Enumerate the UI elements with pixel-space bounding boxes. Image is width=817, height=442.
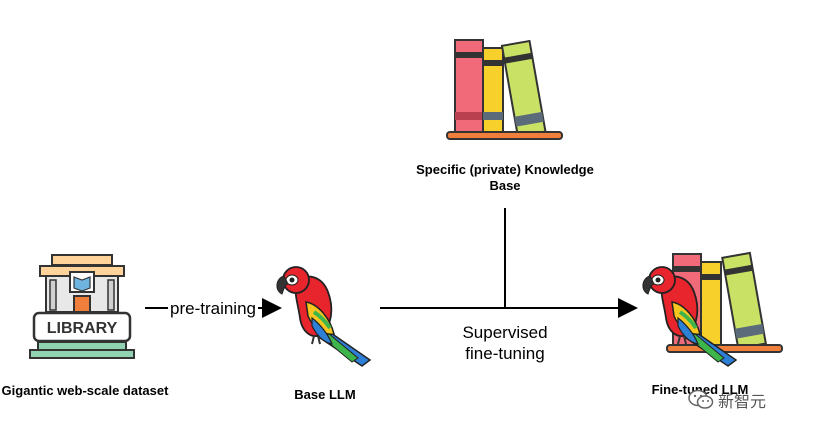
- finetuned-llm-label: Fine-tuned LLM: [651, 382, 749, 397]
- wechat-icon: [688, 389, 714, 409]
- dataset-label: Gigantic web-scale dataset: [1, 383, 169, 398]
- parrot-icon: [276, 266, 372, 367]
- library-sign-text: LIBRARY: [47, 320, 118, 337]
- finetuned-books-icon: [666, 251, 783, 353]
- library-icon: LIBRARY: [29, 254, 135, 359]
- supervised-label-line1: Supervised: [462, 323, 548, 342]
- pretraining-label: pre-training: [170, 299, 256, 318]
- knowledge-base-label-line2: Base: [489, 178, 521, 193]
- knowledge-base-label-line1: Specific (private) Knowledge: [416, 162, 594, 177]
- books-icon: [446, 39, 563, 140]
- finetuned-parrot-icon: [642, 266, 738, 367]
- watermark: 新智元: [688, 388, 766, 412]
- base-llm-label: Base LLM: [294, 387, 356, 402]
- supervised-label-line2: fine-tuning: [465, 344, 545, 363]
- watermark-text: 新智元: [718, 392, 767, 411]
